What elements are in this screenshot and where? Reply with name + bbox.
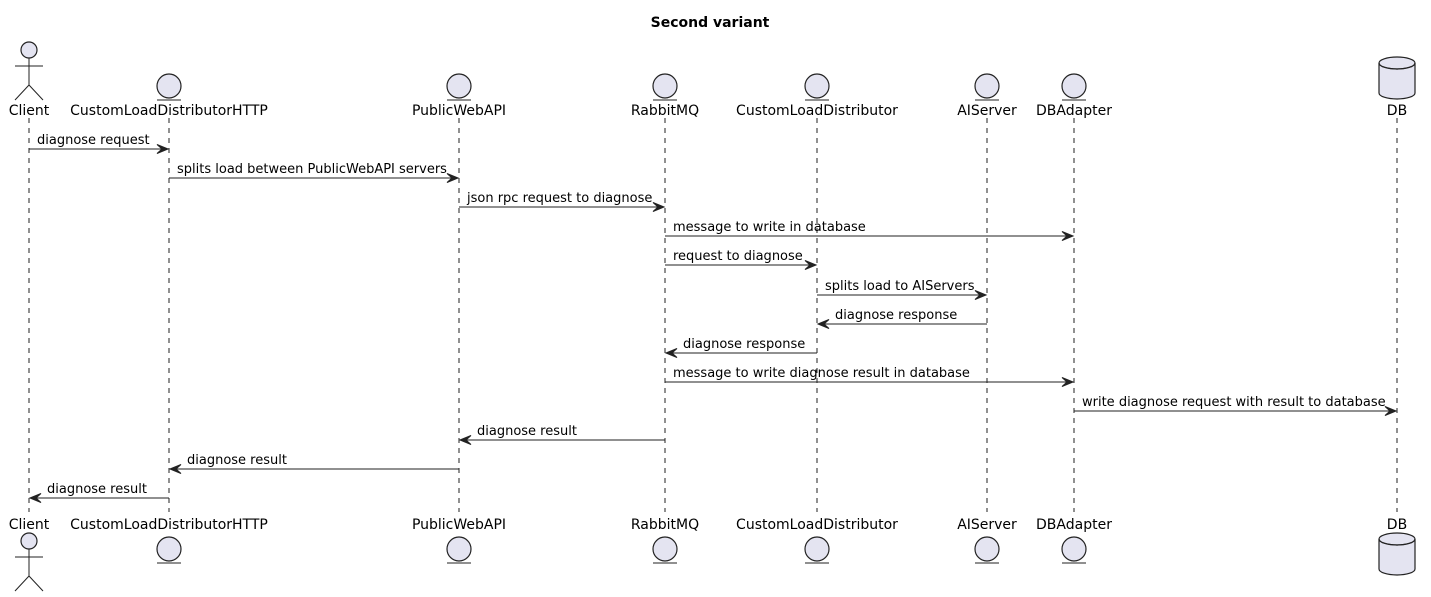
participant-publicwebapi: PublicWebAPI PublicWebAPI bbox=[412, 73, 506, 564]
participant-name-bottom: PublicWebAPI bbox=[412, 517, 506, 533]
message-7: diagnose response bbox=[816, 308, 987, 329]
message-label: request to diagnose bbox=[673, 249, 803, 264]
participants: ClientClientCustomLoadDistributorHTTPCus… bbox=[9, 41, 1416, 592]
participant-name-bottom: RabbitMQ bbox=[631, 517, 699, 533]
participant-name-bottom: Client bbox=[9, 517, 50, 533]
participant-db-bottom-db-body bbox=[1378, 539, 1416, 576]
message-arrowhead bbox=[816, 319, 830, 329]
message-2: splits load between PublicWebAPI servers bbox=[169, 162, 460, 183]
message-arrowhead bbox=[804, 260, 818, 270]
participant-name-bottom: CustomLoadDistributor bbox=[736, 517, 898, 533]
participant-cld-bottom-entity-circle bbox=[804, 536, 830, 562]
message-label: write diagnose request with result to da… bbox=[1082, 395, 1386, 410]
participant-name-bottom: AIServer bbox=[957, 517, 1017, 533]
participant-db-top-db-rim bbox=[1378, 62, 1416, 70]
participant-cld-top-entity-circle bbox=[804, 73, 830, 99]
participant-cldhttp-bottom-entity-circle bbox=[156, 536, 182, 562]
message-arrowhead bbox=[664, 348, 678, 358]
participant-name-top: AIServer bbox=[957, 103, 1017, 119]
message-3: json rpc request to diagnose bbox=[459, 191, 666, 212]
participant-name-top: DBAdapter bbox=[1036, 103, 1112, 119]
participant-name-top: CustomLoadDistributor bbox=[736, 103, 898, 119]
participant-name-top: DB bbox=[1387, 103, 1407, 119]
participant-client-bottom-actor-leg-left bbox=[14, 575, 30, 592]
participant-name-top: RabbitMQ bbox=[631, 103, 699, 119]
message-label: diagnose result bbox=[477, 424, 577, 439]
participant-rabbitmq-top-entity-circle bbox=[652, 73, 678, 99]
message-10: write diagnose request with result to da… bbox=[1074, 395, 1398, 416]
message-5: request to diagnose bbox=[665, 249, 818, 270]
messages: diagnose request splits load between Publ… bbox=[28, 133, 1398, 503]
message-arrowhead bbox=[1384, 406, 1398, 416]
participant-name-bottom: CustomLoadDistributorHTTP bbox=[70, 517, 268, 533]
message-label: diagnose result bbox=[47, 482, 147, 497]
message-arrowhead bbox=[28, 493, 42, 503]
participant-publicwebapi-bottom-entity-circle bbox=[446, 536, 472, 562]
message-label: diagnose response bbox=[835, 308, 957, 323]
participant-client-top-actor-leg-right bbox=[28, 84, 44, 101]
message-label: message to write diagnose result in data… bbox=[673, 366, 970, 381]
participant-aiserver-bottom-entity-circle bbox=[974, 536, 1000, 562]
message-arrowhead bbox=[1061, 377, 1075, 387]
message-13: diagnose result bbox=[28, 482, 169, 503]
participant-rabbitmq: RabbitMQ RabbitMQ bbox=[631, 73, 699, 564]
participant-name-bottom: DBAdapter bbox=[1036, 517, 1112, 533]
message-arrowhead bbox=[446, 173, 460, 183]
message-8: diagnose response bbox=[664, 337, 817, 358]
participant-cldhttp-top-entity-circle bbox=[156, 73, 182, 99]
participant-aiserver-top-entity-circle bbox=[974, 73, 1000, 99]
message-label: message to write in database bbox=[673, 220, 866, 235]
diagram-title: Second variant bbox=[651, 15, 770, 31]
message-arrowhead bbox=[1061, 231, 1075, 241]
participant-dbadapter-top-entity-circle bbox=[1061, 73, 1087, 99]
message-6: splits load to AIServers bbox=[817, 279, 988, 300]
participant-client-top-actor-leg-left bbox=[14, 84, 30, 101]
message-label: diagnose request bbox=[37, 133, 150, 148]
participant-rabbitmq-bottom-entity-circle bbox=[652, 536, 678, 562]
message-arrowhead bbox=[168, 464, 182, 474]
message-arrowhead bbox=[458, 435, 472, 445]
message-label: diagnose response bbox=[683, 337, 805, 352]
participant-name-bottom: DB bbox=[1387, 517, 1407, 533]
participant-db-top-db-body bbox=[1378, 63, 1416, 100]
participant-db-bottom-db-rim bbox=[1378, 538, 1416, 546]
message-label: splits load to AIServers bbox=[825, 279, 975, 294]
message-12: diagnose result bbox=[168, 453, 459, 474]
message-arrowhead bbox=[974, 290, 988, 300]
message-9: message to write diagnose result in data… bbox=[665, 366, 1075, 387]
message-label: json rpc request to diagnose bbox=[466, 191, 652, 206]
message-arrowhead bbox=[156, 144, 170, 154]
message-4: message to write in database bbox=[665, 220, 1075, 241]
message-1: diagnose request bbox=[29, 133, 170, 154]
participant-publicwebapi-top-entity-circle bbox=[446, 73, 472, 99]
message-label: splits load between PublicWebAPI servers bbox=[177, 162, 447, 177]
participant-dbadapter-bottom-entity-circle bbox=[1061, 536, 1087, 562]
participant-client-top-actor-head bbox=[20, 41, 38, 59]
message-arrowhead bbox=[652, 202, 666, 212]
participant-cld: CustomLoadDistributorCustomLoadDistribut… bbox=[736, 73, 898, 564]
participant-client-bottom-actor-head bbox=[20, 532, 38, 550]
participant-name-top: Client bbox=[9, 103, 50, 119]
message-label: diagnose result bbox=[187, 453, 287, 468]
participant-db: DB DB bbox=[1378, 56, 1416, 576]
participant-cldhttp: CustomLoadDistributorHTTP CustomLoadDistr… bbox=[70, 73, 268, 564]
participant-client-bottom-actor-leg-right bbox=[28, 575, 44, 592]
participant-name-top: CustomLoadDistributorHTTP bbox=[70, 103, 268, 119]
message-11: diagnose result bbox=[458, 424, 665, 445]
participant-name-top: PublicWebAPI bbox=[412, 103, 506, 119]
